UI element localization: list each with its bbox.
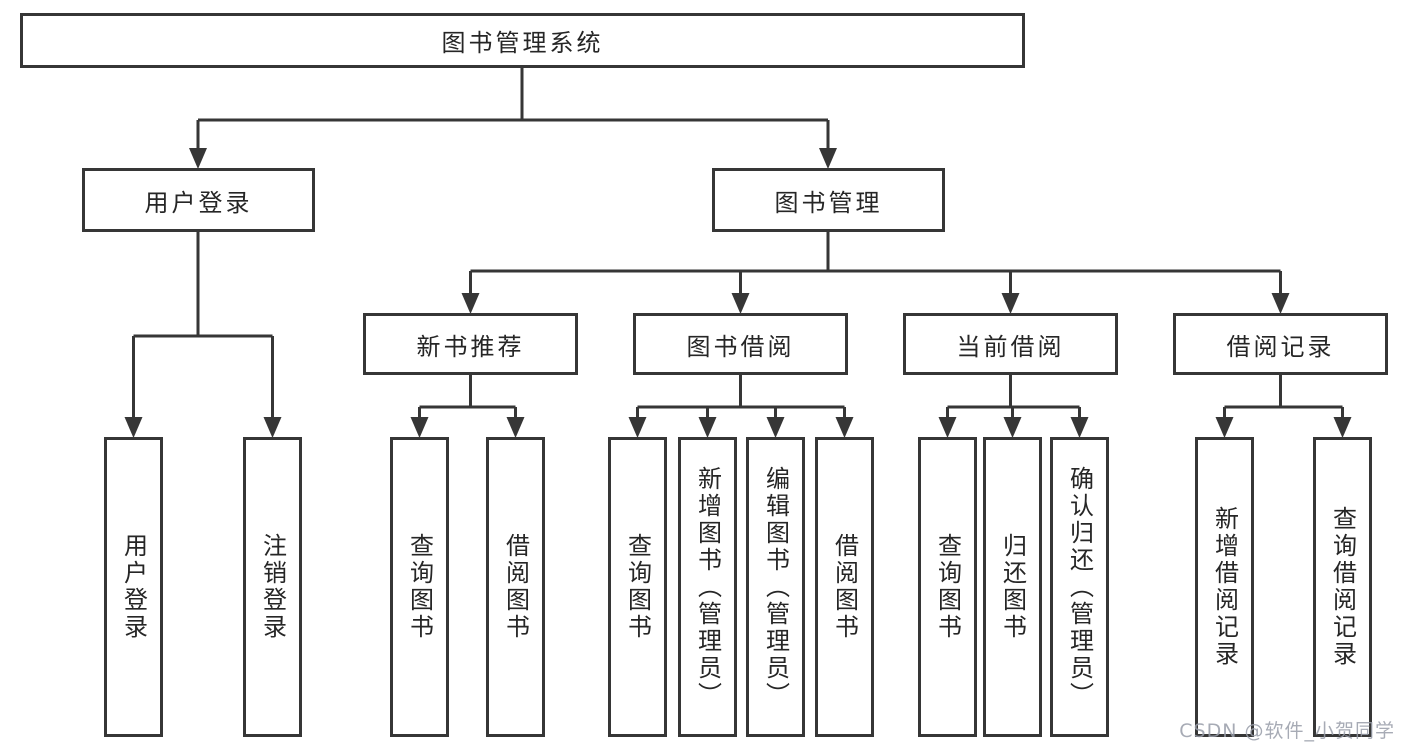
arrow-down-icon: [938, 417, 957, 438]
leaf-label: 新增图书（管理员）: [693, 465, 722, 709]
arrow-down-icon: [628, 417, 647, 438]
arrow-down-icon: [766, 417, 785, 438]
node-book-management: 图书管理: [712, 168, 945, 232]
leaf-return-books: 归还图书: [983, 437, 1042, 737]
arrow-down-icon: [1271, 293, 1290, 314]
leaf-query-borrow-record: 查询借阅记录: [1313, 437, 1372, 737]
arrow-down-icon: [263, 417, 282, 438]
leaf-label: 归还图书: [998, 533, 1027, 641]
leaf-label: 编辑图书（管理员）: [761, 465, 790, 709]
connector-book-management-to-level3: [461, 232, 1290, 314]
arrow-down-icon: [189, 148, 207, 169]
connector-borrowing-records-to-leaves: [1215, 375, 1352, 438]
connector-new-book-recommend-to-leaves: [410, 375, 525, 438]
arrow-down-icon: [698, 417, 717, 438]
leaf-label: 借阅图书: [501, 533, 530, 641]
leaf-edit-books-admin: 编辑图书（管理员）: [746, 437, 805, 737]
connector-current-borrowing-to-leaves: [938, 375, 1089, 438]
leaf-label: 确认归还（管理员）: [1065, 465, 1094, 709]
arrow-down-icon: [835, 417, 854, 438]
arrow-down-icon: [461, 293, 480, 314]
node-root: 图书管理系统: [20, 13, 1025, 68]
node-borrowing-records: 借阅记录: [1173, 313, 1388, 375]
leaf-label: 查询借阅记录: [1328, 506, 1357, 668]
leaf-label: 借阅图书: [830, 533, 859, 641]
leaf-label: 用户登录: [119, 533, 148, 641]
connector-user-login-to-leaves: [124, 232, 282, 438]
leaf-label: 查询图书: [405, 533, 434, 641]
leaf-label: 查询图书: [623, 533, 652, 641]
leaf-add-borrow-record: 新增借阅记录: [1195, 437, 1254, 737]
leaf-confirm-return-admin: 确认归还（管理员）: [1050, 437, 1109, 737]
leaf-user-login: 用户登录: [104, 437, 163, 737]
leaf-query-books-current: 查询图书: [918, 437, 977, 737]
arrow-down-icon: [506, 417, 525, 438]
arrow-down-icon: [1215, 417, 1234, 438]
connector-root-to-level2: [189, 68, 837, 169]
arrow-down-icon: [1003, 417, 1022, 438]
arrow-down-icon: [731, 293, 750, 314]
node-user-login: 用户登录: [82, 168, 315, 232]
leaf-borrow-books-recommend: 借阅图书: [486, 437, 545, 737]
arrow-down-icon: [819, 148, 837, 169]
leaf-logout-login: 注销登录: [243, 437, 302, 737]
arrow-down-icon: [1001, 293, 1020, 314]
leaf-label: 查询图书: [933, 533, 962, 641]
connector-book-borrowing-to-leaves: [628, 375, 854, 438]
leaf-label: 新增借阅记录: [1210, 506, 1239, 668]
arrow-down-icon: [1333, 417, 1352, 438]
arrow-down-icon: [124, 417, 143, 438]
leaf-query-books-borrowing: 查询图书: [608, 437, 667, 737]
node-book-borrowing: 图书借阅: [633, 313, 848, 375]
leaf-label: 注销登录: [258, 533, 287, 641]
arrow-down-icon: [410, 417, 429, 438]
node-new-book-recommend: 新书推荐: [363, 313, 578, 375]
arrow-down-icon: [1070, 417, 1089, 438]
node-current-borrowing: 当前借阅: [903, 313, 1118, 375]
watermark: CSDN @软件_小贺同学: [1179, 720, 1395, 742]
leaf-borrow-books-borrowing: 借阅图书: [815, 437, 874, 737]
leaf-query-books-recommend: 查询图书: [390, 437, 449, 737]
leaf-add-books-admin: 新增图书（管理员）: [678, 437, 737, 737]
